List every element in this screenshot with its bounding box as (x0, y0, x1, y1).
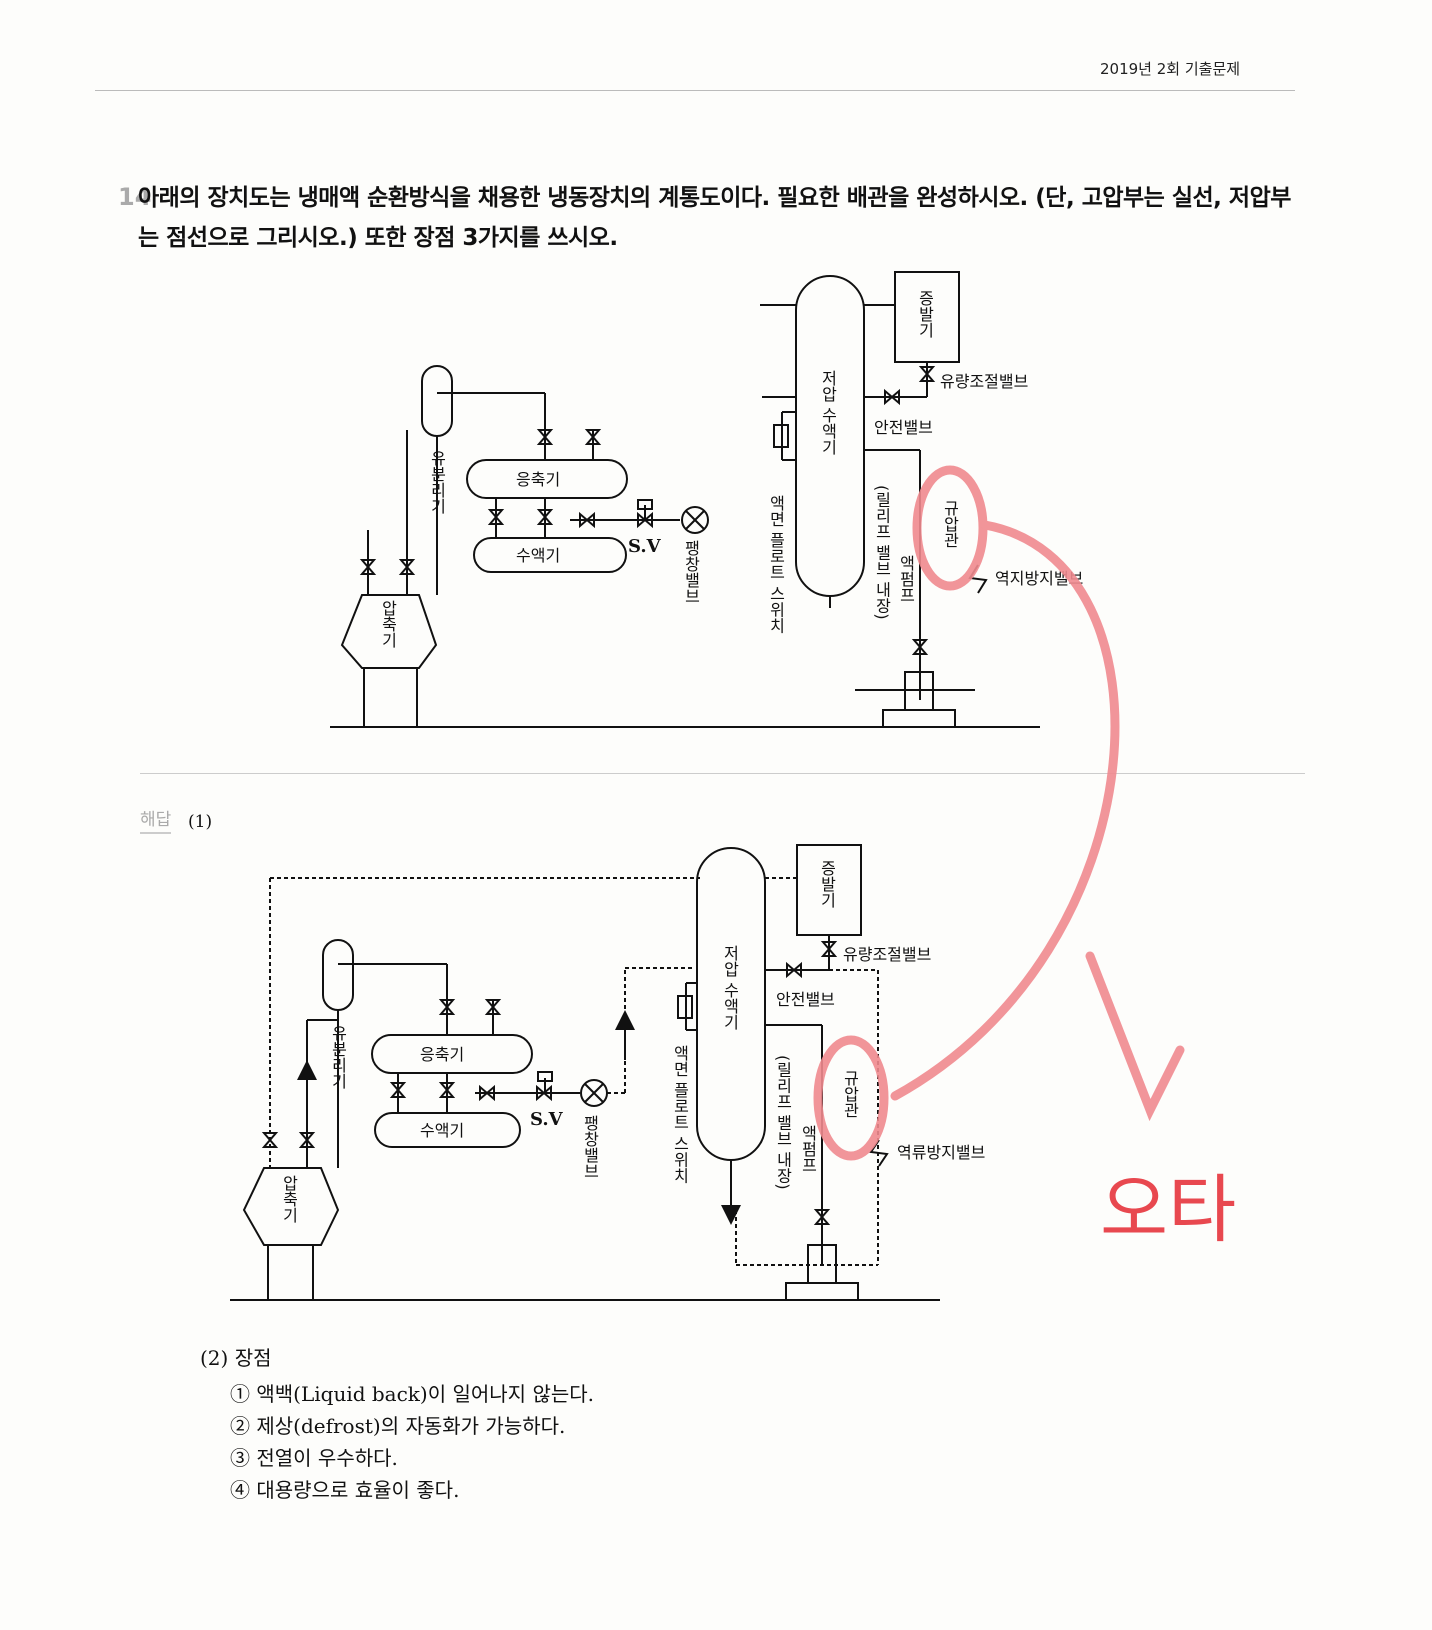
condenser-label-bottom: 응축기 (420, 1045, 464, 1064)
sv-coil-top (637, 499, 653, 510)
typo-annotation-text: 오타 (1100, 1167, 1236, 1253)
question-number: 14 (118, 183, 152, 211)
evaporator-label-bottom: 증발기 (818, 860, 837, 908)
receiver-top (473, 537, 627, 573)
relief-valve-label-top: (릴리프 밸브 내장) (873, 485, 892, 620)
oil-separator-bottom (322, 939, 354, 1011)
top-diagram (330, 271, 1040, 728)
oil-separator-label-top: 유분리기 (428, 450, 447, 514)
answer-label: 해답 (140, 805, 172, 834)
expansion-valve-label-bottom: 팽창밸브 (581, 1115, 600, 1179)
safety-valve-label-top: 안전밸브 (874, 418, 933, 437)
section-divider (140, 773, 1305, 774)
low-pressure-receiver-label-bottom: 저압 수액기 (721, 945, 740, 1030)
advantage-item: ④ 대용량으로 효율이 좋다. (230, 1478, 460, 1502)
answer-part-1: (1) (188, 812, 213, 832)
relief-valve-label-bottom: (릴리프 밸브 내장) (774, 1055, 793, 1190)
liquid-pump-label-top: 액펌프 (897, 555, 916, 603)
compressor-label-bottom: 압축기 (280, 1175, 299, 1223)
advantage-item: ③ 전열이 우수하다. (230, 1446, 398, 1470)
header-rule (95, 90, 1295, 91)
correction-annotation (813, 465, 1185, 1161)
check-valve-label-bottom: 역류방지밸브 (897, 1143, 985, 1162)
condenser-bottom (371, 1034, 533, 1074)
expansion-valve-label-top: 팽창밸브 (682, 540, 701, 604)
flow-control-valve-label-top: 유량조절밸브 (940, 372, 1028, 391)
solenoid-valve-label-top: S.V (628, 536, 662, 557)
condenser-top (466, 459, 628, 499)
advantage-item: ② 제상(defrost)의 자동화가 가능하다. (230, 1414, 566, 1438)
liquid-pump-label-bottom: 액펌프 (799, 1125, 818, 1173)
receiver-label-top: 수액기 (516, 546, 560, 565)
solenoid-valve-label-bottom: S.V (530, 1109, 564, 1130)
float-switch-top (773, 424, 789, 448)
check-valve-label-top: 역지방지밸브 (995, 569, 1083, 588)
low-pressure-receiver-label-top: 저압 수액기 (819, 370, 838, 455)
pressure-pipe-label-bottom: 규압관 (841, 1070, 860, 1118)
receiver-label-bottom: 수액기 (420, 1121, 464, 1140)
liquid-float-switch-label-top: 액면 플로트 스위치 (767, 495, 786, 633)
highlight-circle-bottom (813, 1035, 889, 1161)
safety-valve-label-bottom: 안전밸브 (776, 990, 835, 1009)
flow-control-valve-label-bottom: 유량조절밸브 (843, 945, 931, 964)
condenser-label-top: 응축기 (516, 470, 560, 489)
advantage-item: ① 액백(Liquid back)이 일어나지 않는다. (230, 1382, 594, 1406)
correction-arrow (890, 520, 1120, 1101)
pressure-pipe-label-top: 규압관 (941, 500, 960, 548)
oil-separator-top (421, 365, 453, 437)
advantages-title: (2) 장점 (200, 1346, 272, 1370)
page-header-title: 2019년 2회 기출문제 (1100, 60, 1241, 78)
evaporator-label-top: 증발기 (916, 290, 935, 338)
liquid-float-switch-label-bottom: 액면 플로트 스위치 (671, 1045, 690, 1183)
compressor-label-top: 압축기 (379, 600, 398, 648)
expansion-valve-top (681, 506, 709, 534)
oil-separator-label-bottom: 유분리기 (329, 1025, 348, 1089)
advantages-list: ① 액백(Liquid back)이 일어나지 않는다. ② 제상(defros… (230, 1378, 594, 1506)
question-text: 아래의 장치도는 냉매액 순환방식을 채용한 냉동장치의 계통도이다. 필요한 … (138, 185, 1291, 251)
pump-base-top (882, 709, 956, 728)
compressor-body-bottom (242, 1167, 340, 1246)
compressor-body-top (340, 594, 438, 669)
